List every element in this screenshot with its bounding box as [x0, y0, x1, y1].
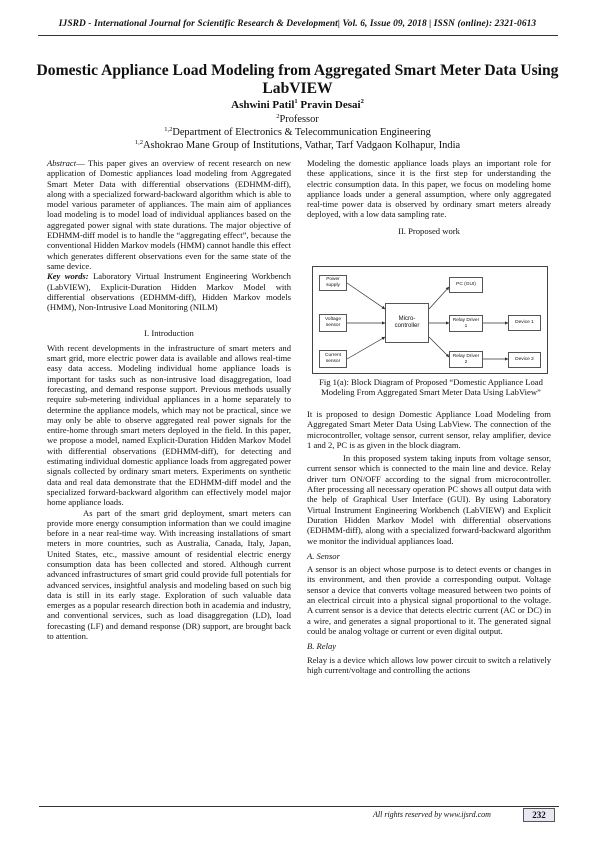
authors: Ashwini Patil1 Pravin Desai2 — [0, 98, 595, 111]
intro-heading: I. Introduction — [144, 328, 194, 339]
abstract: Abstract— This paper gives an overview o… — [47, 158, 291, 271]
arrow-current-micro — [346, 336, 386, 360]
abstract-dash: — — [76, 158, 88, 168]
block-device-2: Device 2 — [508, 352, 541, 368]
abstract-text: This paper gives an overview of recent r… — [47, 158, 291, 271]
journal-header: IJSRD - International Journal for Scient… — [58, 19, 537, 29]
page-number: 232 — [523, 808, 555, 822]
author-2-sup: 2 — [360, 98, 364, 105]
inst-sup: 1,2 — [134, 139, 144, 146]
arrow-micro-pc — [428, 286, 450, 310]
figure-caption: Fig 1(a): Block Diagram of Proposed “Dom… — [319, 377, 543, 398]
block-relay-driver-1: Relay Driver 1 — [449, 315, 483, 332]
block-pc: PC (GUI) — [449, 277, 483, 293]
block-voltage-sensor: Voltage sensor — [319, 314, 347, 332]
role-sup: 2 — [276, 113, 280, 120]
inst-text: Ashokrao Mane Group of Institutions, Vat… — [143, 140, 461, 151]
proposed-heading: II. Proposed work — [398, 225, 460, 236]
dept-sup: 1,2 — [164, 126, 173, 133]
block-microcontroller: Micro-controller — [385, 303, 429, 343]
block-relay-driver-2: Relay Driver 2 — [449, 351, 483, 368]
intro-p2: As part of the smart grid deployment, sm… — [47, 507, 291, 642]
right-column-top: Modeling the domestic appliance loads pl… — [307, 158, 551, 240]
dept-text: Department of Electronics & Telecommunic… — [172, 127, 431, 138]
block-device-1: Device 1 — [508, 315, 541, 331]
intro-p3: Modeling the domestic appliance loads pl… — [307, 158, 551, 220]
paper-title: Domestic Appliance Load Modeling from Ag… — [36, 62, 559, 97]
department: 1,2Department of Electronics & Telecommu… — [0, 126, 595, 138]
proposed-p2: In this proposed system taking inputs fr… — [307, 453, 551, 546]
arrow-power-micro — [346, 282, 386, 310]
sensor-heading: A. Sensor — [307, 550, 340, 561]
block-power-supply: Power supply — [319, 275, 347, 291]
abstract-label: Abstract — [47, 158, 77, 168]
relay-p: Relay is a device which allows low power… — [307, 654, 551, 675]
intro-p1: With recent developments in the infrastr… — [47, 342, 291, 508]
footer-rule — [39, 806, 559, 807]
header-rule — [38, 35, 558, 36]
keywords-text: Laboratory Virtual Instrument Engineerin… — [47, 271, 291, 313]
sensor-p: A sensor is an object whose purpose is t… — [307, 564, 551, 636]
author-1: Ashwini Patil — [231, 99, 295, 111]
author-1-sup: 1 — [294, 98, 298, 105]
arrow-micro-relay2 — [428, 336, 450, 358]
institution: 1,2Ashokrao Mane Group of Institutions, … — [0, 139, 595, 151]
right-column-bottom: It is proposed to design Domestic Applia… — [307, 409, 551, 675]
relay-heading: B. Relay — [307, 641, 337, 652]
block-current-sensor: Current sensor — [319, 350, 347, 368]
role-text: Professor — [279, 114, 319, 125]
keywords: Key words: Laboratory Virtual Instrument… — [47, 271, 291, 312]
diagram-connectors — [346, 282, 509, 361]
proposed-p1: It is proposed to design Domestic Applia… — [307, 409, 551, 450]
left-column: Abstract— This paper gives an overview o… — [47, 158, 291, 641]
footer-copyright: All rights reserved by www.ijsrd.com — [373, 810, 491, 819]
author-2: Pravin Desai — [300, 99, 361, 111]
author-role: 2Professor — [0, 113, 595, 125]
block-diagram: Power supply Voltage sensor Current sens… — [312, 266, 548, 374]
keywords-label: Key words: — [47, 271, 89, 282]
